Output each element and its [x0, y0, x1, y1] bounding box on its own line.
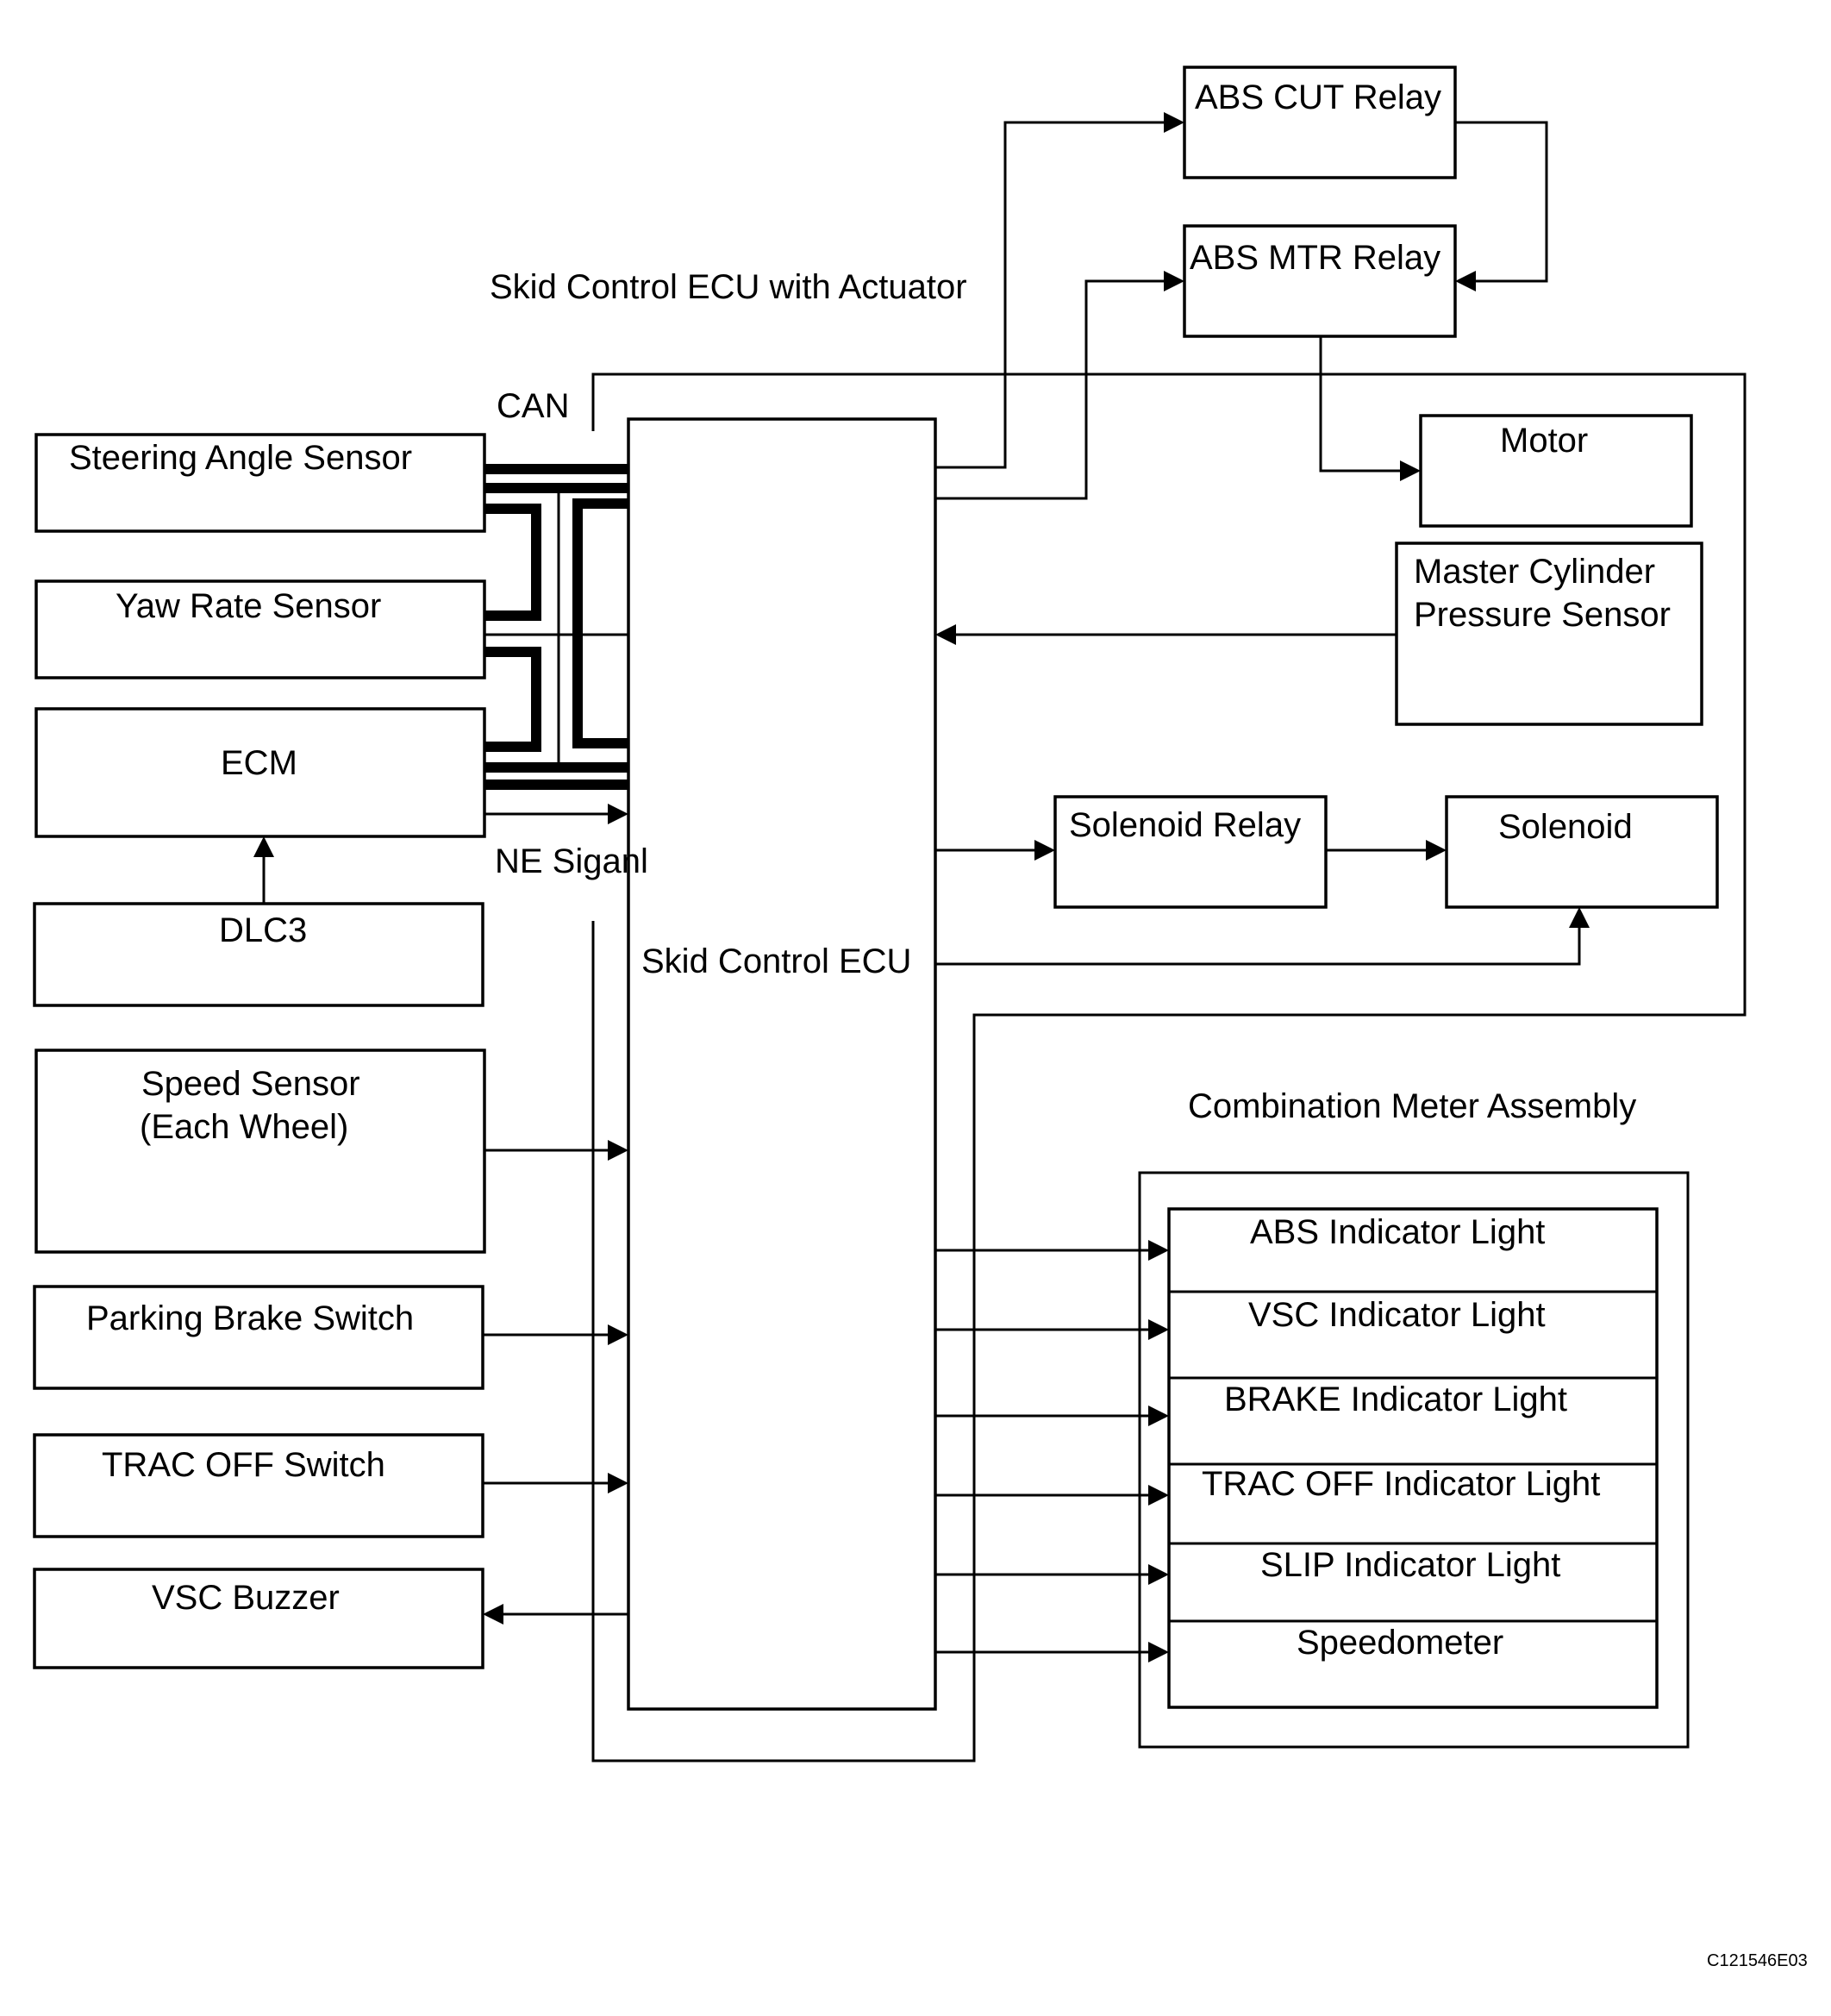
trac-off-switch-label: TRAC OFF Switch	[102, 1446, 385, 1484]
master-cylinder-to-ecu-line	[935, 624, 1397, 645]
trac-off-switch-line	[483, 1473, 628, 1493]
abs-mtr-relay-label: ABS MTR Relay	[1190, 239, 1440, 277]
skid-control-ecu-box	[627, 417, 937, 1711]
parking-brake-switch-label: Parking Brake Switch	[86, 1299, 414, 1337]
ecu-to-abs-mtr-relay-line	[935, 271, 1184, 500]
actuator-enclosure	[591, 373, 1747, 1762]
combination-meter-frame	[1138, 1171, 1690, 1749]
meter-item-brake-indicator: BRAKE Indicator Light	[1224, 1381, 1567, 1418]
meter-item-abs-indicator: ABS Indicator Light	[1250, 1213, 1545, 1251]
solenoid-label: Solenoid	[1498, 808, 1633, 846]
parking-brake-switch-box	[33, 1285, 484, 1390]
meter-item-list	[1167, 1207, 1659, 1709]
motor-label: Motor	[1500, 422, 1588, 460]
dlc3-label: DLC3	[219, 911, 307, 949]
actuator-label: Skid Control ECU with Actuator	[490, 268, 967, 306]
ecu-to-meter-lines	[935, 1240, 1169, 1662]
solenoid-relay-label: Solenoid Relay	[1069, 806, 1301, 844]
speed-sensor-label: Speed Sensor	[141, 1065, 360, 1103]
solenoid-box	[1445, 795, 1719, 909]
ecm-label: ECM	[221, 744, 297, 782]
yaw-rate-sensor-label: Yaw Rate Sensor	[116, 587, 381, 625]
ecu-label: Skid Control ECU	[641, 942, 911, 980]
ecu-to-solenoid-line	[935, 907, 1590, 966]
meter-item-slip-indicator: SLIP Indicator Light	[1260, 1546, 1560, 1584]
meter-assembly-label: Combination Meter Assembly	[1188, 1087, 1636, 1125]
ecu-to-abs-cut-relay-line	[935, 112, 1184, 469]
ne-signal-line	[484, 804, 628, 824]
solenoid-relay-box	[1053, 795, 1328, 909]
yaw-rate-sensor-box	[34, 579, 486, 679]
meter-item-speedometer: Speedometer	[1297, 1624, 1503, 1662]
cut-to-mtr-relay-line	[1455, 121, 1548, 291]
can-label: CAN	[497, 387, 569, 425]
parking-brake-line	[483, 1324, 628, 1345]
vsc-buzzer-label: VSC Buzzer	[152, 1579, 340, 1617]
master-cylinder-label: Master Cylinder	[1414, 553, 1655, 591]
solenoid-relay-to-solenoid-line	[1326, 840, 1447, 861]
vsc-buzzer-box	[33, 1568, 484, 1669]
abs-cut-relay-label: ABS CUT Relay	[1195, 78, 1441, 116]
speed-sensor-sublabel: (Each Wheel)	[140, 1108, 348, 1146]
ne-signal-label: NE Siganl	[495, 842, 648, 880]
can-bus	[484, 464, 628, 790]
steering-angle-sensor-label: Steering Angle Sensor	[69, 439, 412, 477]
ecu-to-solenoid-relay-line	[935, 840, 1055, 861]
trac-off-switch-box	[33, 1433, 484, 1538]
pressure-sensor-label: Pressure Sensor	[1414, 596, 1671, 634]
mtr-relay-to-motor-line	[1319, 336, 1421, 481]
vsc-buzzer-line	[483, 1604, 628, 1625]
speed-sensor-line	[484, 1140, 628, 1161]
meter-item-trac-off-indicator: TRAC OFF Indicator Light	[1202, 1465, 1600, 1503]
meter-item-vsc-indicator: VSC Indicator Light	[1248, 1296, 1546, 1334]
dlc3-to-ecm-line	[253, 836, 274, 904]
dlc3-box	[33, 902, 484, 1007]
figure-code: C121546E03	[1707, 1951, 1808, 1970]
